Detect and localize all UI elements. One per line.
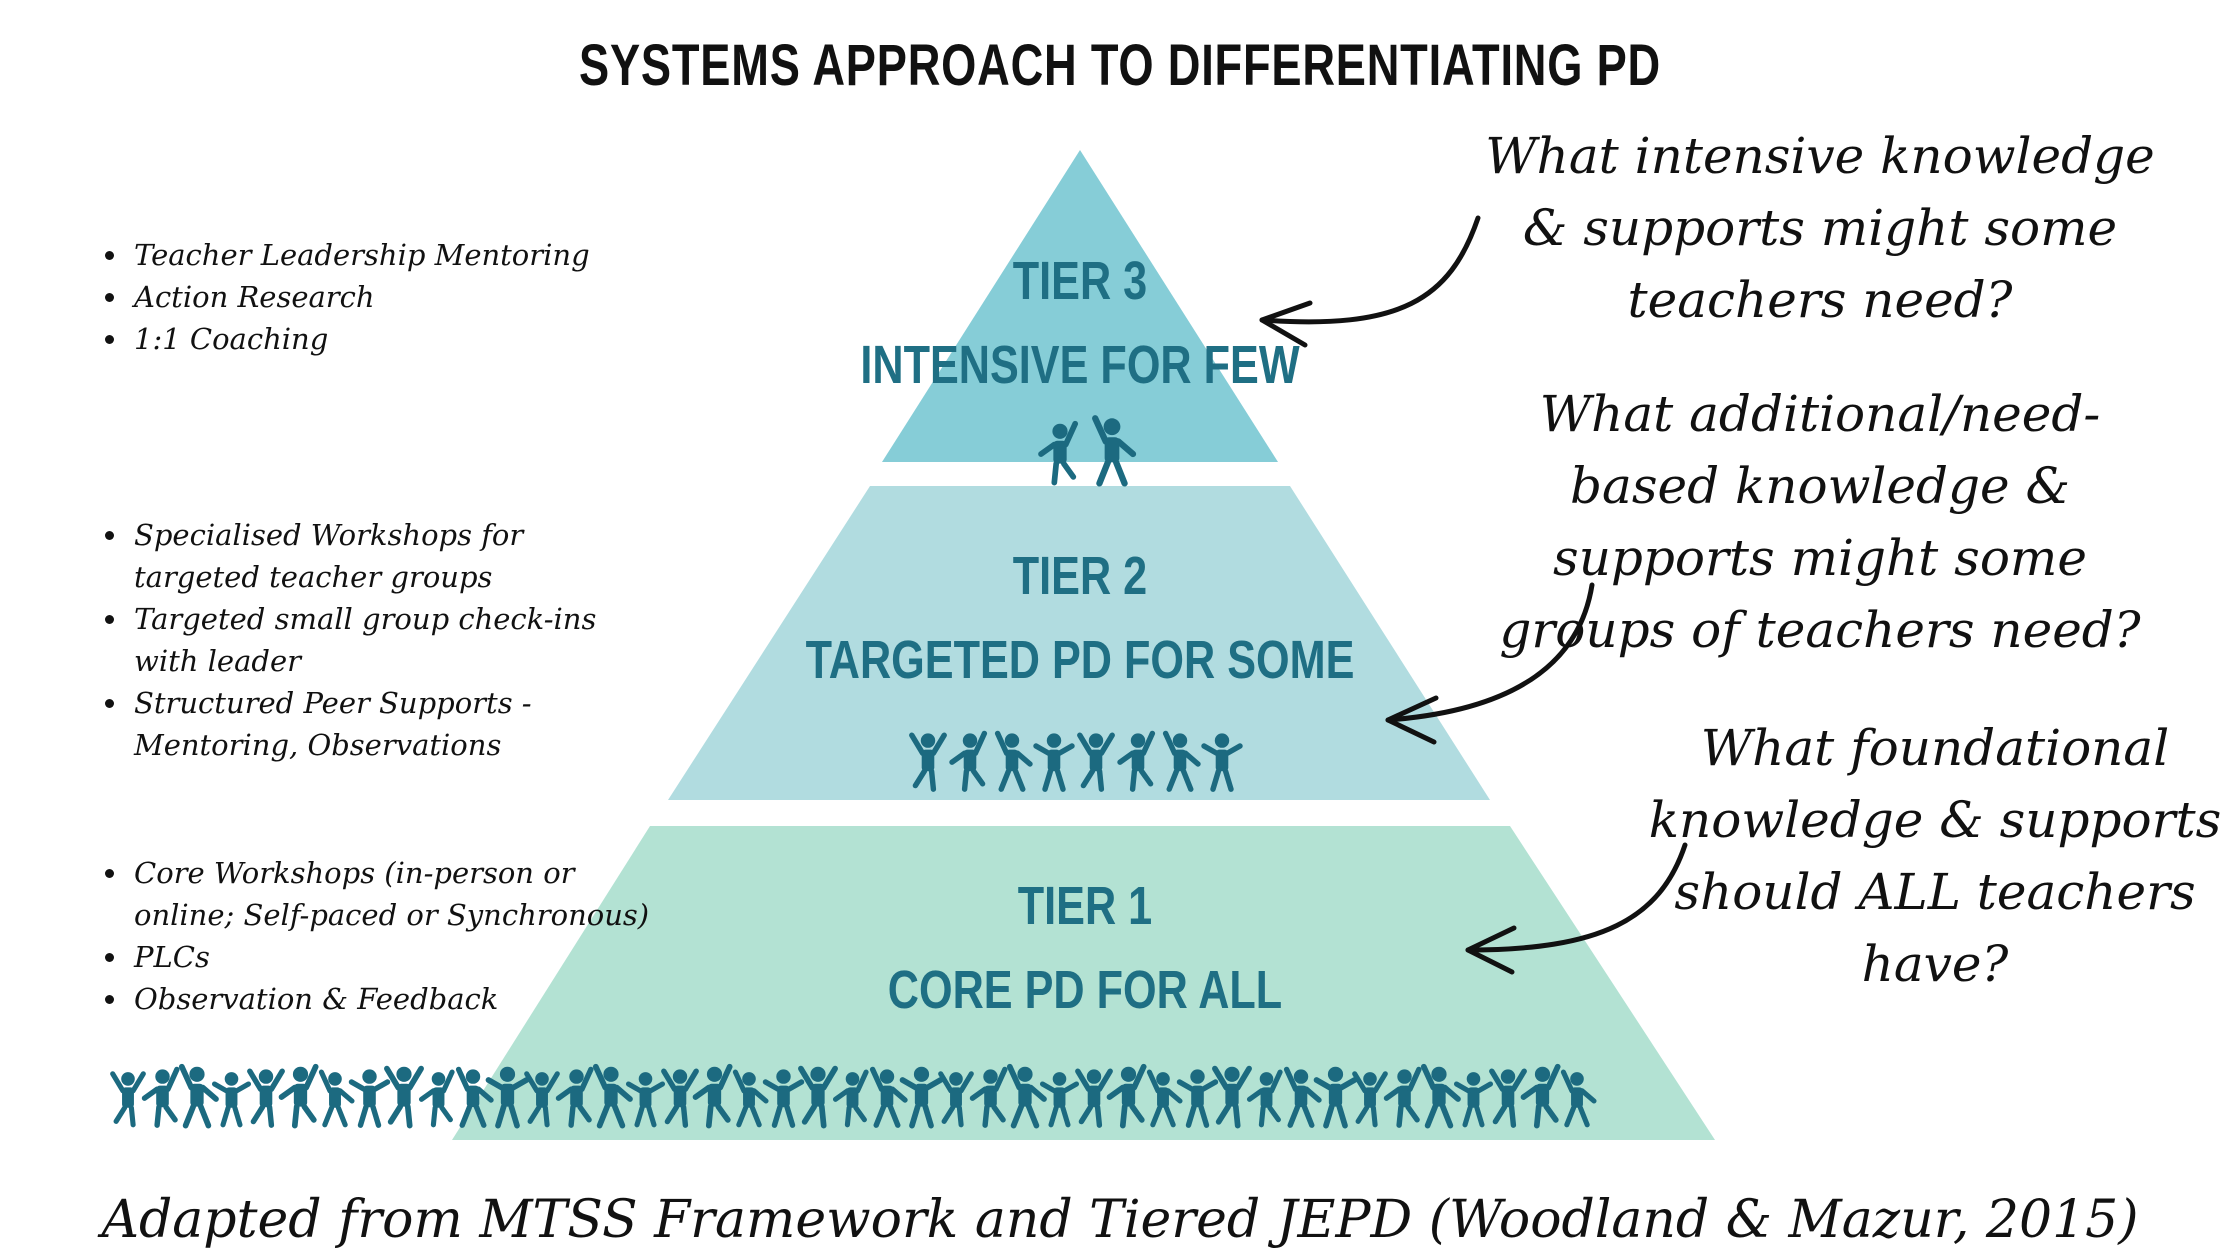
list-item: Observation & Feedback [130,978,650,1020]
person-figure-icon [762,1069,805,1128]
arrows [1259,215,1688,975]
tier-1-number: TIER 1 [1017,876,1153,936]
person-figure-icon [1117,730,1156,792]
list-item: Teacher Leadership Mentoring [130,234,590,276]
tier-1-name: CORE PD FOR ALL [887,960,1283,1020]
tier-1-label: TIER 1 CORE PD FOR ALL [765,875,1405,1021]
tier-2-segment [668,486,1490,800]
person-figure-icon [384,1065,424,1129]
person-figure-icon [832,1069,869,1128]
person-figure-icon [1176,1069,1219,1128]
list-item: Targeted small group check-ins with lead… [130,598,650,682]
person-figure-icon [1039,1072,1080,1128]
person-figure-icon [592,1063,633,1129]
list-item: 1:1 Coaching [130,318,590,360]
person-figure-icon [1453,1072,1494,1128]
tier-1-question: What foundational knowledge & supports s… [1648,719,2222,993]
person-figure-icon [1006,1063,1047,1129]
list-item: Core Workshops (in-person or online; Sel… [130,852,650,936]
person-figure-icon [1246,1069,1283,1128]
person-figure-icon [110,1071,146,1128]
person-figure-icon [1092,415,1137,487]
person-figure-icon [798,1065,838,1129]
person-figure-icon [969,1066,1008,1128]
person-figure-icon [1162,730,1201,792]
person-figure-icon [455,1066,494,1128]
person-figure-icon [178,1063,219,1129]
person-figure-icon [1313,1066,1358,1129]
citation-footer: Adapted from MTSS Framework and Tiered J… [101,1190,2139,1250]
person-figure-icon [1038,420,1079,486]
curved-arrow-icon [1259,215,1481,348]
person-figure-icon [318,1069,355,1128]
person-figure-icon [938,1071,974,1128]
tier-3-segment [882,150,1278,462]
tier-3-question: What intensive knowledge & supports migh… [1485,127,2155,329]
person-figure-icon [555,1066,594,1128]
person-figure-icon [1560,1069,1597,1128]
list-item: Structured Peer Supports - Mentoring, Ob… [130,682,650,766]
person-figure-icon [211,1072,252,1128]
person-figure-icon [1352,1071,1388,1128]
person-figure-icon [524,1071,560,1128]
person-figure-icon [1075,1068,1113,1128]
tier-2-name: TARGETED PD FOR SOME [805,630,1355,690]
person-figure-icon [1077,732,1115,792]
person-figure-icon [247,1068,285,1128]
person-figure-icon [278,1063,319,1129]
tier-2-number: TIER 2 [1012,546,1148,606]
person-figure-icon [949,730,988,792]
person-figure-icon [1146,1069,1183,1128]
person-figure-icon [732,1069,769,1128]
person-figure-icon [1489,1068,1527,1128]
person-figure-icon [1283,1066,1322,1128]
person-figure-icon [348,1069,391,1128]
curved-arrow-icon [1465,842,1688,975]
person-figure-icon [692,1063,733,1129]
person-figure-icon [869,1066,908,1128]
tier-3-bullet-list: Teacher Leadership Mentoring Action Rese… [100,234,590,360]
person-figure-icon [625,1072,666,1128]
person-figure-icon [1420,1063,1461,1129]
list-item: Action Research [130,276,590,318]
tier-3-label: TIER 3 INTENSIVE FOR FEW [760,250,1400,396]
tier-1-bullet-list: Core Workshops (in-person or online; Sel… [100,852,650,1020]
curved-arrow-icon [1385,582,1595,745]
person-figure-icon [1033,733,1075,792]
person-figure-icon [418,1069,455,1128]
tier-2-bullet-list: Specialised Workshops for targeted teach… [100,514,650,766]
person-figure-icon [1383,1066,1422,1128]
person-figure-icon [1201,733,1243,792]
list-item: Specialised Workshops for targeted teach… [130,514,650,598]
tier-3-number: TIER 3 [1012,251,1148,311]
tier-2-label: TIER 2 TARGETED PD FOR SOME [760,545,1400,691]
person-figure-icon [485,1066,530,1129]
tier-2-question: What additional/need-based knowledge & s… [1499,385,2141,659]
people-figures [110,415,1597,1129]
tier-3-name: INTENSIVE FOR FEW [860,335,1300,395]
person-figure-icon [994,730,1033,792]
person-figure-icon [1212,1065,1252,1129]
list-item: PLCs [130,936,650,978]
tier-1-segment [452,826,1715,1140]
person-figure-icon [141,1066,180,1128]
person-figure-icon [909,732,947,792]
person-figure-icon [1106,1063,1147,1129]
person-figure-icon [661,1068,699,1128]
person-figure-icon [1520,1063,1561,1129]
person-figure-icon [899,1066,944,1129]
diagram-title: SYSTEMS APPROACH TO DIFFERENTIATING PD [579,33,1661,98]
